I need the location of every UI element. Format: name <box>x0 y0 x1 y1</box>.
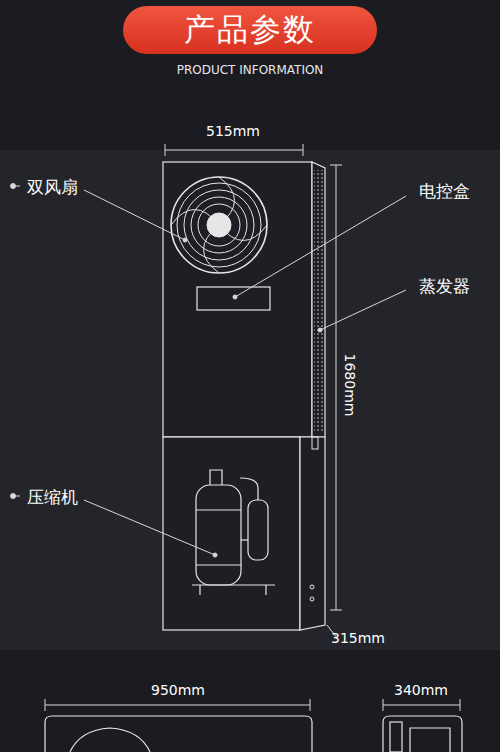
title-text: 产品参数 <box>184 9 316 51</box>
dimension: 340mm <box>394 682 448 698</box>
dimension: 515mm <box>206 123 260 139</box>
dimension: 1680mm <box>342 354 358 417</box>
part-label: 电控盒 <box>419 180 470 203</box>
subtitle: PRODUCT INFORMATION <box>177 63 324 77</box>
part-label: 蒸发器 <box>419 275 470 298</box>
title-pill: 产品参数 <box>123 6 377 54</box>
dimension: 315mm <box>331 630 385 646</box>
part-label: 双风扇 <box>27 176 78 199</box>
dimension: 950mm <box>151 682 205 698</box>
part-label: 压缩机 <box>27 486 78 509</box>
